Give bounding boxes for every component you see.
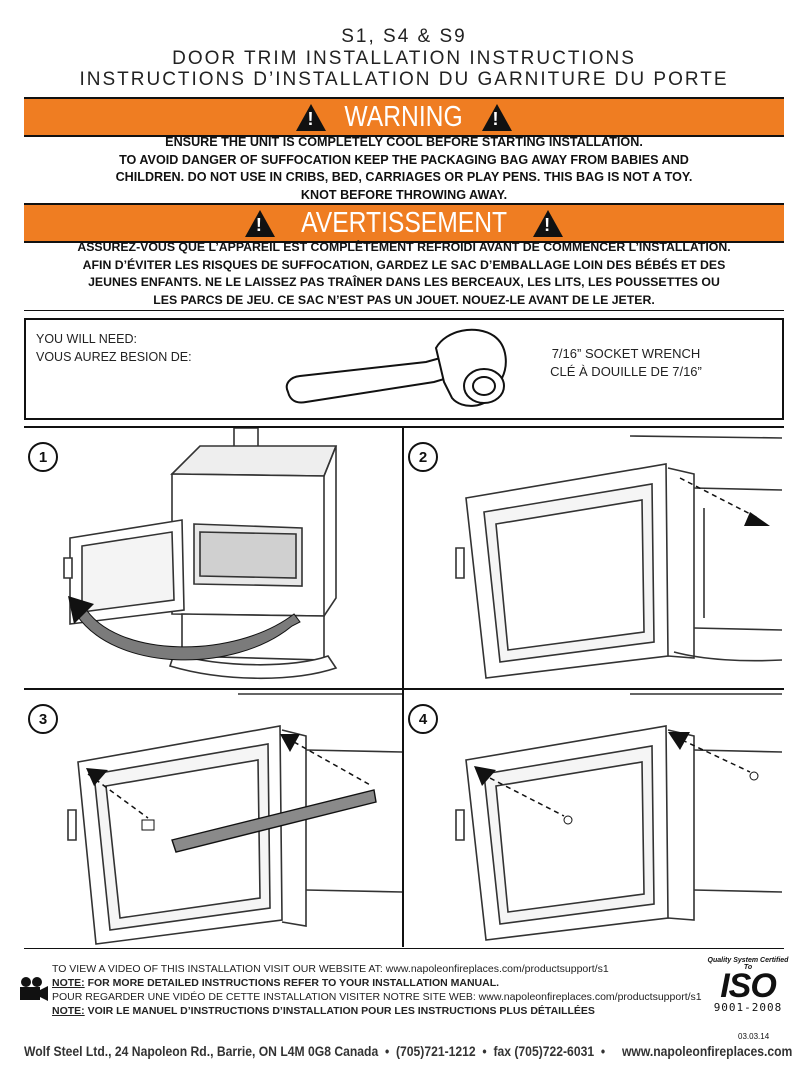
step-number: 4 [408,704,438,734]
trim-install-illustration [67,693,402,945]
step-panel-4: 4 [404,690,784,947]
warning-text-fr: ASSUREZ-VOUS QUE L’APPAREIL EST COMPLÈTE… [24,239,784,309]
need-en: YOU WILL NEED: [36,332,137,346]
iso-standard: 9001-2008 [713,1001,783,1014]
avertissement-heading: AVERTISSEMENT [301,206,507,239]
warning-triangle-icon: ! [296,103,327,131]
avertissement-banner: ! AVERTISSEMENT ! [24,203,784,243]
tools-box: YOU WILL NEED: VOUS AUREZ BESION DE: 7/1… [24,318,784,420]
warning-triangle-icon: ! [244,209,275,237]
warning-line: CHILDREN. DO NOT USE IN CRIBS, BED, CARR… [115,170,693,184]
warning-triangle-icon: ! [481,103,512,131]
step-number: 2 [408,442,438,472]
warning-text-en: ENSURE THE UNIT IS COMPLETELY COOL BEFOR… [24,134,784,204]
tool-fr: CLÉ À DOUILLE DE 7/16” [550,364,702,379]
stove-open-door-illustration [63,428,338,680]
footer-text: TO VIEW A VIDEO OF THIS INSTALLATION VIS… [52,962,702,1018]
document-date: 03.03.14 [738,1032,770,1041]
divider [24,948,784,949]
iso-caption: Quality System Certified To [707,957,789,971]
warning-line: JEUNES ENFANTS. NE LE LAISSEZ PAS TRAÎNE… [88,275,720,289]
iso-logo: ISO [720,967,777,1005]
divider [24,310,784,311]
warning-line: TO AVOID DANGER OF SUFFOCATION KEEP THE … [119,152,689,167]
video-camera-icon [20,977,48,1001]
step-panel-1: 1 [24,426,404,690]
title-fr: INSTRUCTIONS D’INSTALLATION DU GARNITURE… [79,69,729,90]
video-link-fr: POUR REGARDER UNE VIDÉO DE CETTE INSTALL… [52,991,702,1003]
door-remove-illustration [455,435,782,679]
step-panel-2: 2 [404,426,784,690]
note-fr: VOIR LE MANUEL D’INSTRUCTIONS D’INSTALLA… [84,1005,595,1017]
video-link-en: TO VIEW A VIDEO OF THIS INSTALLATION VIS… [52,963,609,975]
note-label: NOTE: [52,977,85,989]
steps-grid: 1 2 [24,426,784,947]
title-en: DOOR TRIM INSTALLATION INSTRUCTIONS [172,48,636,69]
socket-wrench-icon [285,328,507,407]
step-number: 1 [28,442,58,472]
bolt-install-illustration [455,693,782,941]
company-address: Wolf Steel Ltd., 24 Napoleon Rd., Barrie… [24,1044,793,1059]
model-title: S1, S4 & S9 [341,26,467,47]
warning-banner: ! WARNING ! [24,97,784,137]
tool-en: 7/16” SOCKET WRENCH [551,346,701,361]
warning-heading: WARNING [344,100,464,133]
warning-line: LES PARCS DE JEU. CE SAC N’EST PAS UN JO… [153,292,655,307]
note-en: FOR MORE DETAILED INSTRUCTIONS REFER TO … [84,977,500,989]
warning-line: AFIN D’ÉVITER LES RISQUES DE SUFFOCATION… [82,257,726,272]
warning-line: KNOT BEFORE THROWING AWAY. [300,187,508,202]
warning-line: ENSURE THE UNIT IS COMPLETELY COOL BEFOR… [165,135,643,149]
note-label: NOTE: [52,1005,85,1017]
warning-line: ASSUREZ-VOUS QUE L’APPAREIL EST COMPLÈTE… [77,240,731,254]
need-fr: VOUS AUREZ BESION DE: [36,350,192,364]
step-number: 3 [28,704,58,734]
step-panel-3: 3 [24,690,404,947]
warning-triangle-icon: ! [533,209,564,237]
iso-badge: Quality System Certified To ISO 9001-200… [706,957,790,1014]
